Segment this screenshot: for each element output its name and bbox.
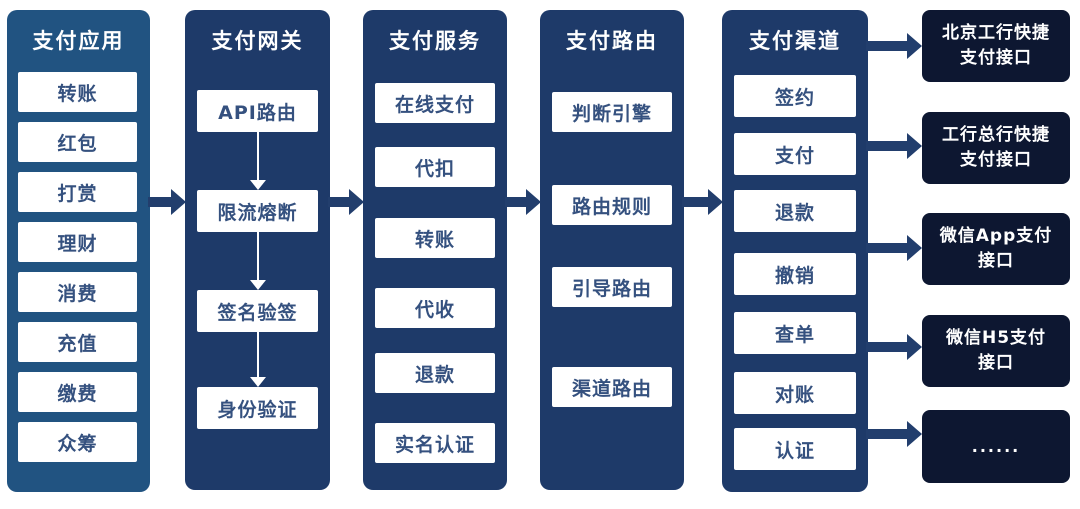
endpoint-box: 北京工行快捷 支付接口 [922, 10, 1070, 82]
item-box: 转账 [18, 72, 137, 112]
arrow-right-icon [328, 189, 364, 215]
arrow-right-icon [866, 235, 922, 261]
arrow-right-icon [682, 189, 723, 215]
column-payment-services: 支付服务 在线支付 代扣 转账 代收 退款 实名认证 [363, 10, 507, 490]
item-box: 理财 [18, 222, 137, 262]
arrow-right-icon [505, 189, 541, 215]
item-box: 众筹 [18, 422, 137, 462]
endpoint-box: ...... [922, 410, 1070, 483]
column-payment-routing: 支付路由 判断引擎 路由规则 引导路由 渠道路由 [540, 10, 684, 490]
column-payment-gateway: 支付网关 API路由 限流熔断 签名验签 身份验证 [185, 10, 330, 490]
item-box: 退款 [375, 353, 495, 393]
item-box: 限流熔断 [197, 190, 318, 232]
column-payment-apps: 支付应用 转账 红包 打赏 理财 消费 充值 缴费 众筹 [7, 10, 150, 492]
item-box: 红包 [18, 122, 137, 162]
column-payment-channels: 支付渠道 签约 支付 退款 撤销 查单 对账 认证 [722, 10, 868, 492]
item-box: API路由 [197, 90, 318, 132]
item-box: 消费 [18, 272, 137, 312]
endpoint-box: 微信H5支付 接口 [922, 315, 1070, 387]
arrow-down-icon [250, 232, 266, 290]
arrow-right-icon [866, 133, 922, 159]
column-title: 支付应用 [32, 29, 125, 53]
arrow-right-icon [148, 189, 186, 215]
item-box: 认证 [734, 428, 856, 470]
column-title: 支付路由 [566, 29, 658, 53]
arrow-down-icon [250, 332, 266, 387]
arrow-right-icon [866, 334, 922, 360]
endpoint-box: 微信App支付 接口 [922, 213, 1070, 285]
item-box: 支付 [734, 133, 856, 175]
item-box: 判断引擎 [552, 92, 672, 132]
item-box: 对账 [734, 372, 856, 414]
endpoint-box: 工行总行快捷 支付接口 [922, 112, 1070, 184]
column-title: 支付服务 [389, 29, 481, 53]
item-box: 身份验证 [197, 387, 318, 429]
item-box: 路由规则 [552, 185, 672, 225]
item-box: 打赏 [18, 172, 137, 212]
item-box: 退款 [734, 190, 856, 232]
column-title: 支付网关 [211, 29, 304, 53]
item-box: 撤销 [734, 253, 856, 295]
item-box: 引导路由 [552, 267, 672, 307]
item-box: 代扣 [375, 147, 495, 187]
column-title: 支付渠道 [749, 29, 841, 53]
item-box: 转账 [375, 218, 495, 258]
item-box: 查单 [734, 312, 856, 354]
arrow-right-icon [866, 421, 922, 447]
arrow-right-icon [866, 33, 922, 59]
item-box: 签名验签 [197, 290, 318, 332]
item-box: 在线支付 [375, 83, 495, 123]
item-box: 签约 [734, 75, 856, 117]
arrow-down-icon [250, 132, 266, 190]
item-box: 实名认证 [375, 423, 495, 463]
ellipsis-dots: ...... [971, 436, 1021, 456]
item-box: 充值 [18, 322, 137, 362]
item-box: 渠道路由 [552, 367, 672, 407]
item-box: 代收 [375, 288, 495, 328]
item-box: 缴费 [18, 372, 137, 412]
